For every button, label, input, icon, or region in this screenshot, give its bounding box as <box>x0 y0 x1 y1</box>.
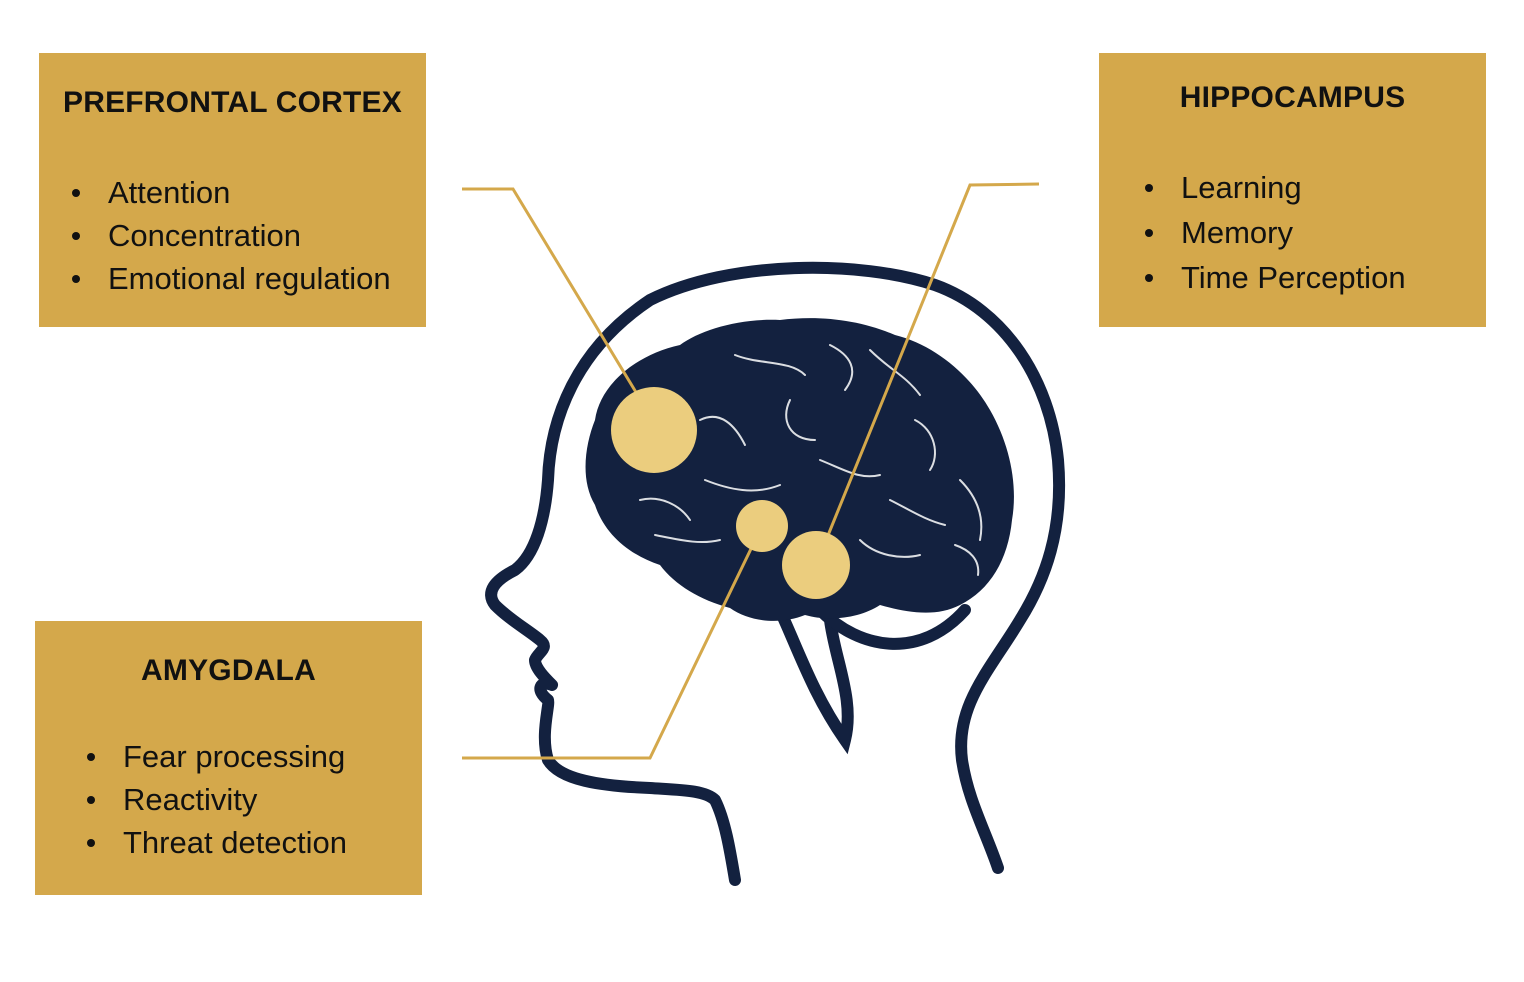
amygdala-box: AMYGDALA Fear processing Reactivity Thre… <box>35 621 422 895</box>
list-item-label: Threat detection <box>123 825 348 860</box>
amygdala-list: Fear processing Reactivity Threat detect… <box>87 735 347 864</box>
bullet-icon <box>87 838 95 847</box>
list-item: Reactivity <box>87 778 347 821</box>
connector-amygdala <box>462 525 764 760</box>
bullet-icon <box>1145 228 1153 237</box>
brain-icon <box>585 318 1014 621</box>
prefrontal-cortex-box: PREFRONTAL CORTEX Attention Concentratio… <box>39 53 426 327</box>
list-item-label: Learning <box>1181 170 1302 205</box>
list-item-label: Attention <box>108 175 231 210</box>
hippocampus-title: HIPPOCAMPUS <box>1179 81 1406 114</box>
bullet-icon <box>87 795 95 804</box>
list-item: Learning <box>1145 165 1406 210</box>
bullet-icon <box>72 274 80 283</box>
list-item-label: Time Perception <box>1181 260 1406 295</box>
hippocampus-box: HIPPOCAMPUS Learning Memory Time Percept… <box>1099 53 1486 327</box>
bullet-icon <box>1145 273 1153 282</box>
list-item: Emotional regulation <box>72 257 391 300</box>
list-item: Fear processing <box>87 735 347 778</box>
prefrontal-cortex-title: PREFRONTAL CORTEX <box>63 86 402 119</box>
amygdala-title: AMYGDALA <box>141 654 316 687</box>
list-item-label: Emotional regulation <box>108 261 391 296</box>
list-item: Attention <box>72 171 391 214</box>
list-item-label: Memory <box>1181 215 1293 250</box>
list-item: Memory <box>1145 210 1406 255</box>
list-item-label: Reactivity <box>123 782 258 817</box>
hippocampus-marker <box>782 531 850 599</box>
list-item-label: Fear processing <box>123 739 346 774</box>
hippocampus-list: Learning Memory Time Perception <box>1145 165 1406 300</box>
list-item: Threat detection <box>87 821 347 864</box>
bullet-icon <box>72 231 80 240</box>
prefrontal-cortex-list: Attention Concentration Emotional regula… <box>72 171 391 300</box>
list-item: Time Perception <box>1145 255 1406 300</box>
head-silhouette-icon <box>485 261 1066 886</box>
connector-prefrontal-cortex <box>462 187 656 423</box>
cerebellum-shape <box>814 604 971 650</box>
connector-hippocampus <box>814 182 1040 566</box>
brain-stem-shape <box>769 594 854 755</box>
amygdala-marker <box>736 500 788 552</box>
list-item-label: Concentration <box>108 218 302 253</box>
bullet-icon <box>1145 183 1153 192</box>
bullet-icon <box>87 752 95 761</box>
list-item: Concentration <box>72 214 391 257</box>
prefrontal-cortex-marker <box>611 387 697 473</box>
bullet-icon <box>72 188 80 197</box>
